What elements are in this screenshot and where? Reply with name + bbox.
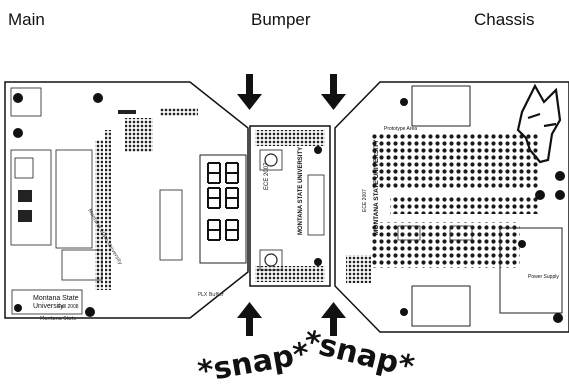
chassis-university-text: MONTANA STATE UNIVERSITY [373,139,380,235]
bumper-board: ECE 2007 MONTANA STATE UNIVERSITY [249,125,331,287]
top-right-arrow [321,74,346,110]
bumper-label: Bumper [251,10,311,29]
main-label: Main [8,10,45,29]
bottom-left-arrow [237,302,262,336]
snap-right-text: *snap* [300,324,418,385]
bumper-ece-text: ECE 2007 [264,162,270,190]
power-supply-text: Power Supply [528,274,559,280]
chassis-board: Power Supply Prototype Area MONTANA STAT… [334,81,569,333]
top-left-arrow [237,74,262,110]
prototype-grid-lower [370,222,520,268]
chassis-label: Chassis [474,10,535,29]
bumper-university-text: MONTANA STATE UNIVERSITY [298,147,304,235]
main-board: Montana State Montana State University P… [4,81,249,322]
mascot-logo [516,83,562,164]
mount-hole [93,93,103,103]
bottom-right-arrow [321,302,346,336]
prototype-grid-upper [370,132,540,188]
prototype-area-text: Prototype Area [384,126,417,132]
prototype-grid-middle [390,196,540,214]
footer-university-line2: University [33,303,64,310]
main-footer-university: Montana State [40,316,77,322]
svg-text:Montana State: Montana State [40,316,77,322]
footer-university-line1: Montana State [33,295,79,302]
svg-text:PLX Buffer: PLX Buffer [198,292,225,298]
main-buffer-text: PLX Buffer [198,292,225,298]
snap-left-text: *snap* [195,336,312,390]
mount-hole [13,128,23,138]
seven-seg-display [207,162,239,241]
chassis-ece-text: ECE 2007 [362,189,368,212]
mount-hole [85,307,95,317]
mount-hole [13,93,23,103]
mount-hole [14,304,22,312]
footer-term: Fall 2008 [58,304,79,310]
